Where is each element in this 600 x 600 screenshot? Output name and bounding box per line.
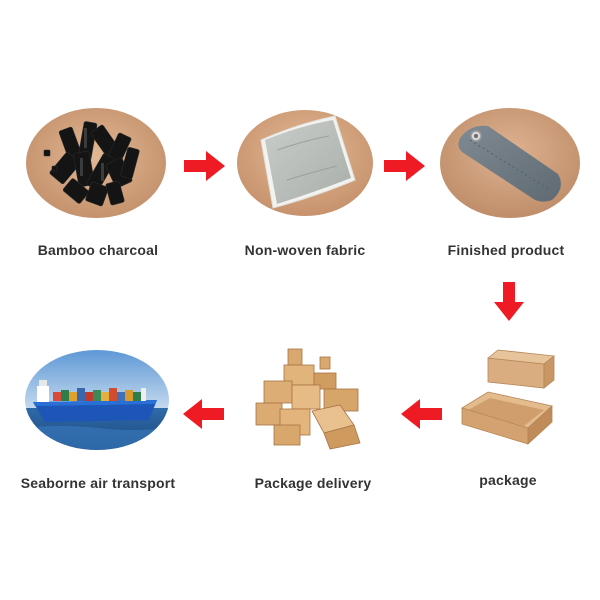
down-arrow-icon bbox=[494, 282, 524, 321]
package-delivery-image bbox=[250, 345, 370, 451]
finished-product-image bbox=[440, 108, 580, 218]
bamboo-charcoal-image bbox=[26, 108, 166, 218]
left-arrow-icon bbox=[401, 399, 442, 429]
step-label-finished-product: Finished product bbox=[447, 242, 565, 258]
package-box-image bbox=[458, 348, 558, 452]
left-arrow-icon bbox=[183, 399, 224, 429]
non-woven-fabric-image bbox=[237, 110, 373, 216]
right-arrow-icon bbox=[184, 151, 225, 181]
seaborne-transport-image bbox=[25, 350, 169, 450]
step-label-non-woven-fabric: Non-woven fabric bbox=[244, 242, 366, 258]
right-arrow-icon bbox=[384, 151, 425, 181]
step-label-package: package bbox=[479, 472, 537, 488]
step-label-seaborne-transport: Seaborne air transport bbox=[20, 475, 176, 491]
step-label-bamboo-charcoal: Bamboo charcoal bbox=[37, 242, 159, 258]
step-label-package-delivery: Package delivery bbox=[254, 475, 372, 491]
